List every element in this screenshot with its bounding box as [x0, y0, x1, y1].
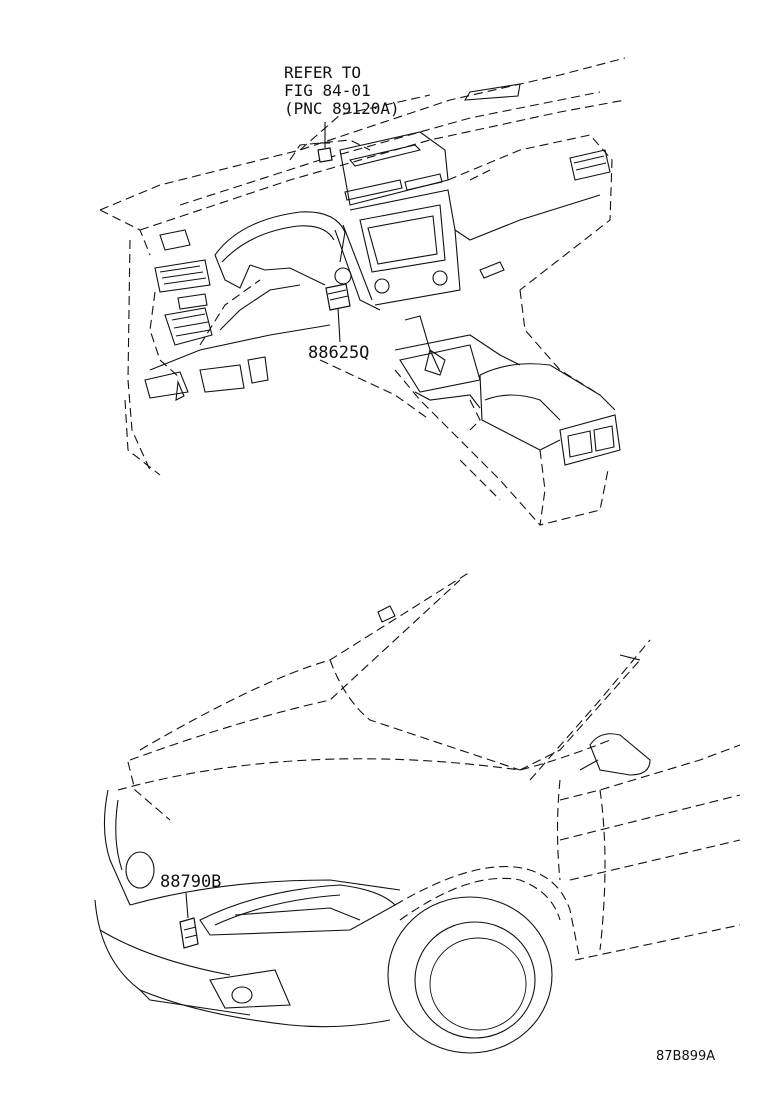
- part-label-88625q: 88625Q: [308, 343, 369, 363]
- part-label-88790b: 88790B: [160, 872, 221, 892]
- vehicle-front-illustration: [94, 571, 741, 1054]
- illustration-code: 87B899A: [656, 1049, 715, 1064]
- refer-to-line-1: REFER TO: [284, 63, 361, 82]
- part-88790b-sensor: [179, 892, 199, 949]
- refer-to-component: [317, 122, 333, 163]
- part-88625q-sensor: [325, 283, 351, 343]
- refer-to-line-3: (PNC 89120A): [284, 99, 400, 118]
- refer-to-line-2: FIG 84-01: [284, 81, 371, 100]
- instrument-panel-illustration: [99, 57, 626, 526]
